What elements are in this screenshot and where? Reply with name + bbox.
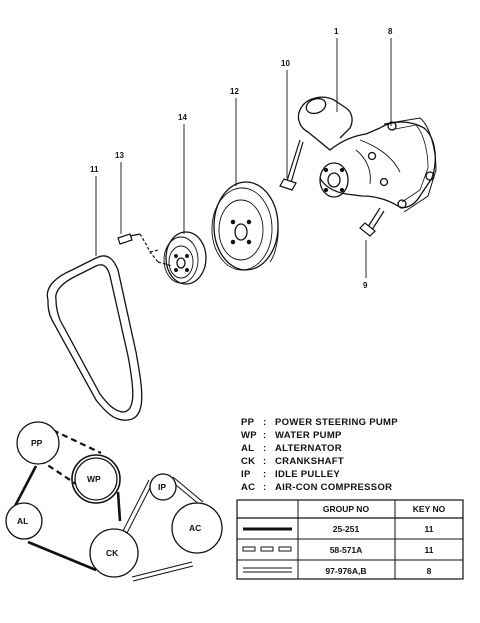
legend-colon: : — [263, 456, 266, 467]
legend-desc: CRANKSHAFT — [275, 456, 344, 467]
pulley-ac — [171, 502, 223, 554]
pulley-label-ck: CK — [106, 548, 119, 558]
legend-item: CK : CRANKSHAFT — [241, 456, 344, 467]
water-pump — [297, 96, 437, 213]
legend-abbr: AC — [241, 482, 255, 493]
belt-table: GROUP NO KEY NO 25-251 11 58-571A 11 97-… — [236, 499, 464, 580]
legend-item: PP : POWER STEERING PUMP — [241, 417, 398, 428]
pulley-wp — [74, 457, 118, 501]
legend-colon: : — [263, 469, 266, 480]
pulley-label-pp: PP — [31, 438, 43, 448]
table-cell-group: 58-571A — [330, 545, 363, 555]
legend-abbr: WP — [241, 430, 257, 441]
pulley-label-ac: AC — [189, 523, 201, 533]
table-header-key: KEY NO — [413, 504, 446, 514]
callout-10: 10 — [281, 59, 290, 68]
legend-desc: ALTERNATOR — [275, 443, 342, 454]
table-row: 25-251 11 — [243, 524, 434, 534]
legend-abbr: CK — [241, 456, 255, 467]
table-cell-key: 8 — [427, 566, 432, 576]
table-cell-key: 11 — [425, 524, 434, 534]
callout-1: 1 — [334, 27, 339, 36]
legend-abbr: AL — [241, 443, 254, 454]
belt-path-solid — [12, 465, 122, 572]
pulley-label-ip: IP — [158, 482, 166, 492]
legend: PP : POWER STEERING PUMP WP : WATER PUMP… — [241, 417, 398, 493]
legend-colon: : — [263, 443, 266, 454]
belt-11 — [46, 255, 143, 421]
table-header-group: GROUP NO — [323, 504, 370, 514]
pulley-ip — [149, 473, 177, 501]
legend-desc: IDLE PULLEY — [275, 469, 340, 480]
legend-colon: : — [263, 430, 266, 441]
legend-item: IP : IDLE PULLEY — [241, 469, 340, 480]
legend-colon: : — [263, 482, 266, 493]
pulley-14 — [163, 231, 207, 285]
leader-lines — [95, 38, 392, 278]
table-row: 58-571A 11 — [242, 545, 434, 555]
bolt-13 — [117, 233, 173, 267]
callout-11: 11 — [90, 165, 99, 174]
legend-abbr: PP — [241, 417, 255, 428]
legend-desc: POWER STEERING PUMP — [275, 417, 398, 428]
pulley-ck — [89, 528, 139, 578]
legend-item: WP : WATER PUMP — [241, 430, 342, 441]
pulley-label-al: AL — [17, 516, 28, 526]
line-style-dashed-icon — [242, 546, 292, 552]
legend-colon: : — [263, 417, 266, 428]
pulley-pp — [16, 421, 60, 465]
table-cell-key: 11 — [425, 545, 434, 555]
callout-9: 9 — [363, 281, 368, 290]
callout-12: 12 — [230, 87, 239, 96]
belt-routing-schematic: PP WP AL CK IP AC — [5, 421, 223, 582]
legend-abbr: IP — [241, 469, 251, 480]
callout-13: 13 — [115, 151, 124, 160]
pulley-wp-inner — [71, 454, 121, 504]
pulley-al — [5, 502, 43, 540]
legend-desc: AIR-CON COMPRESSOR — [275, 482, 392, 493]
table-cell-group: 25-251 — [333, 524, 360, 534]
line-style-double-icon — [243, 567, 292, 573]
legend-item: AC : AIR-CON COMPRESSOR — [241, 482, 392, 493]
callout-14: 14 — [178, 113, 187, 122]
table-row: 97-976A,B 8 — [243, 566, 432, 576]
bolt-10 — [279, 139, 304, 191]
pulley-label-wp: WP — [87, 474, 101, 484]
table-cell-group: 97-976A,B — [325, 566, 366, 576]
callout-8: 8 — [388, 27, 393, 36]
legend-desc: WATER PUMP — [275, 430, 342, 441]
bolt-9 — [359, 207, 385, 237]
legend-item: AL : ALTERNATOR — [241, 443, 342, 454]
pulley-12 — [211, 181, 279, 271]
